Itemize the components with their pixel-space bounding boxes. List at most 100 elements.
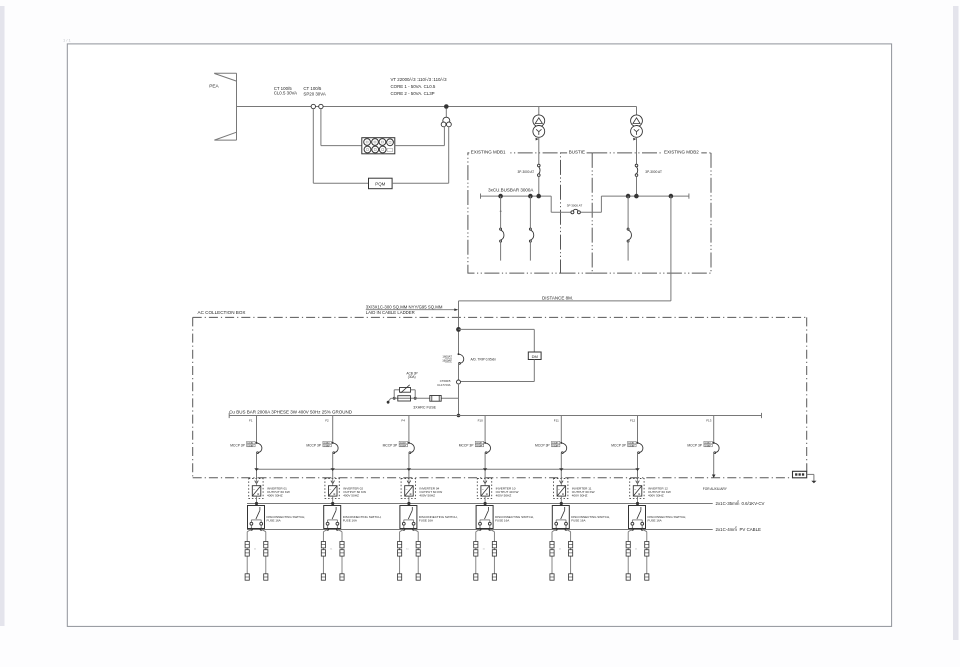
svg-text:=: = bbox=[333, 493, 335, 497]
svg-text:F12: F12 bbox=[630, 419, 636, 423]
svg-text:A/D. TRIP 0.95xIn: A/D. TRIP 0.95xIn bbox=[471, 357, 497, 361]
svg-text:PQM: PQM bbox=[375, 181, 385, 186]
svg-text:F11: F11 bbox=[554, 419, 559, 423]
svg-text:INVERTER 04: INVERTER 04 bbox=[419, 486, 439, 490]
svg-text:100AF: 100AF bbox=[552, 444, 559, 447]
svg-text:MCCP 3P: MCCP 3P bbox=[459, 444, 474, 448]
svg-text:11: 11 bbox=[559, 548, 562, 550]
svg-text:OUTPUT 60 KW: OUTPUT 60 KW bbox=[648, 490, 671, 494]
svg-text:11: 11 bbox=[406, 548, 409, 550]
svg-text:=: = bbox=[638, 493, 640, 497]
svg-text:400V 50HZ: 400V 50HZ bbox=[419, 494, 435, 498]
svg-text:AC COLLECTION BOX: AC COLLECTION BOX bbox=[198, 310, 246, 315]
svg-text:100AF: 100AF bbox=[704, 444, 711, 447]
svg-text:3XHRC FUSE: 3XHRC FUSE bbox=[413, 406, 436, 410]
svg-text:CORE 2 - 50VA. CL3P: CORE 2 - 50VA. CL3P bbox=[391, 91, 435, 96]
svg-text:3xCU.BUSBAR 3000A: 3xCU.BUSBAR 3000A bbox=[488, 188, 533, 193]
svg-text:DISTANCE 8M.: DISTANCE 8M. bbox=[542, 296, 573, 301]
svg-text:100AF: 100AF bbox=[628, 444, 635, 447]
svg-text:3P 3000 AT: 3P 3000 AT bbox=[567, 204, 583, 208]
svg-text:CL0.5 30VA: CL0.5 30VA bbox=[274, 90, 297, 95]
svg-text:11: 11 bbox=[330, 548, 333, 550]
svg-text:1600AF: 1600AF bbox=[442, 358, 452, 362]
svg-text:ACB 3P: ACB 3P bbox=[406, 372, 417, 376]
svg-text:INVERTER 10: INVERTER 10 bbox=[496, 486, 516, 490]
svg-text:OUTPUT 60 KW: OUTPUT 60 KW bbox=[343, 490, 366, 494]
svg-text:OUTPUT 60 KW: OUTPUT 60 KW bbox=[419, 490, 442, 494]
svg-text:2x1C-35mm: 2x1C-35mm bbox=[716, 501, 740, 506]
svg-text:DISCONNECTING SWITCH,: DISCONNECTING SWITCH, bbox=[571, 515, 610, 519]
svg-text:=: = bbox=[486, 493, 488, 497]
svg-text:2x1C-4mm: 2x1C-4mm bbox=[716, 527, 738, 532]
svg-text:100AT: 100AT bbox=[552, 442, 559, 445]
svg-text:CT 100/5: CT 100/5 bbox=[274, 86, 293, 91]
svg-text:11: 11 bbox=[254, 548, 257, 550]
svg-text:INVERTER 02: INVERTER 02 bbox=[343, 486, 363, 490]
svg-text:~: ~ bbox=[253, 488, 255, 492]
svg-text:CT 100/5: CT 100/5 bbox=[303, 86, 322, 91]
svg-text:100AT: 100AT bbox=[628, 442, 635, 445]
svg-text:FUSE 16A: FUSE 16A bbox=[495, 519, 509, 523]
svg-text:3P-3000 AT: 3P-3000 AT bbox=[645, 170, 662, 174]
svg-text:DISCONNECTING SWITCH,: DISCONNECTING SWITCH, bbox=[648, 515, 687, 519]
svg-text:1 / 1: 1 / 1 bbox=[63, 38, 72, 43]
svg-text:BUSTIE: BUSTIE bbox=[569, 150, 585, 155]
svg-text:11: 11 bbox=[635, 548, 638, 550]
svg-text:100AT: 100AT bbox=[323, 442, 330, 445]
svg-text:INVERTER 12: INVERTER 12 bbox=[648, 486, 668, 490]
svg-text:DISCONNECTING SWITCH,: DISCONNECTING SWITCH, bbox=[267, 515, 306, 519]
svg-text:400V 50HZ: 400V 50HZ bbox=[572, 494, 588, 498]
svg-text:DISCONNECTING SWITCH,: DISCONNECTING SWITCH, bbox=[343, 515, 382, 519]
svg-text:400V 50HZ: 400V 50HZ bbox=[343, 494, 359, 498]
svg-text:SP20 30VA: SP20 30VA bbox=[303, 91, 325, 96]
svg-text:MCCP 3P: MCCP 3P bbox=[306, 444, 321, 448]
svg-text:2: 2 bbox=[735, 525, 737, 529]
svg-text:100AT: 100AT bbox=[476, 442, 483, 445]
svg-text:F1: F1 bbox=[249, 419, 253, 423]
svg-text:MCCP 3P: MCCP 3P bbox=[687, 444, 702, 448]
svg-text:~: ~ bbox=[406, 488, 408, 492]
svg-text:400V 50HZ: 400V 50HZ bbox=[496, 494, 512, 498]
svg-text:OUTPUT 60 KW: OUTPUT 60 KW bbox=[572, 490, 595, 494]
svg-text:=: = bbox=[257, 493, 259, 497]
svg-text:100AT: 100AT bbox=[704, 442, 711, 445]
svg-text:~: ~ bbox=[329, 488, 331, 492]
svg-text:100AF: 100AF bbox=[400, 444, 407, 447]
svg-text:2: 2 bbox=[737, 499, 739, 503]
svg-text:~: ~ bbox=[558, 488, 560, 492]
svg-text:FUSE 16A: FUSE 16A bbox=[267, 519, 281, 523]
svg-text:100AF: 100AF bbox=[323, 444, 330, 447]
svg-text:400V 50HZ: 400V 50HZ bbox=[267, 494, 283, 498]
svg-text:FUSE 16A: FUSE 16A bbox=[648, 519, 662, 523]
svg-text:INVERTER 01: INVERTER 01 bbox=[267, 486, 287, 490]
svg-text:100AT: 100AT bbox=[247, 442, 254, 445]
svg-text:Cu BUS BAR 2000A 3PHESE 3W 400: Cu BUS BAR 2000A 3PHESE 3W 400V 50Hz 25%… bbox=[229, 410, 353, 415]
svg-text:3P-3000 AT: 3P-3000 AT bbox=[518, 170, 535, 174]
svg-text:F10: F10 bbox=[478, 419, 484, 423]
svg-text:MCCP 3P: MCCP 3P bbox=[611, 444, 626, 448]
svg-text:DISCONNECTING SWITCH,: DISCONNECTING SWITCH, bbox=[495, 515, 534, 519]
svg-text:100AF: 100AF bbox=[247, 444, 254, 447]
svg-text:F2: F2 bbox=[325, 419, 329, 423]
svg-text:=: = bbox=[410, 493, 412, 497]
svg-text:CT600/5: CT600/5 bbox=[440, 379, 451, 383]
svg-text:FUSE 16A: FUSE 16A bbox=[571, 519, 585, 523]
svg-text:FOR AUXILIARY: FOR AUXILIARY bbox=[703, 487, 728, 491]
svg-text:~: ~ bbox=[482, 488, 484, 492]
svg-text:F13: F13 bbox=[706, 419, 712, 423]
svg-text:PEA: PEA bbox=[209, 83, 219, 88]
svg-text:F4: F4 bbox=[401, 419, 405, 423]
svg-text:FUSE 16A: FUSE 16A bbox=[343, 519, 357, 523]
svg-text:FUSE 16A: FUSE 16A bbox=[419, 519, 433, 523]
svg-text:=: = bbox=[562, 493, 564, 497]
svg-text:11: 11 bbox=[483, 548, 486, 550]
svg-text:1600AT: 1600AT bbox=[442, 355, 452, 359]
svg-text:0.6/1KV-CV: 0.6/1KV-CV bbox=[742, 501, 765, 506]
svg-text:DM: DM bbox=[532, 354, 538, 359]
svg-text:OUTPUT 60 KW: OUTPUT 60 KW bbox=[267, 490, 290, 494]
svg-text:CL0.5 5VA: CL0.5 5VA bbox=[437, 383, 450, 387]
svg-text:100AF: 100AF bbox=[476, 444, 483, 447]
svg-text:400V 50HZ: 400V 50HZ bbox=[648, 494, 664, 498]
svg-text:CORE 1 - 50VA. CL0.5: CORE 1 - 50VA. CL0.5 bbox=[391, 84, 436, 89]
svg-text:LAID IN CABLE LADDER: LAID IN CABLE LADDER bbox=[366, 310, 415, 315]
